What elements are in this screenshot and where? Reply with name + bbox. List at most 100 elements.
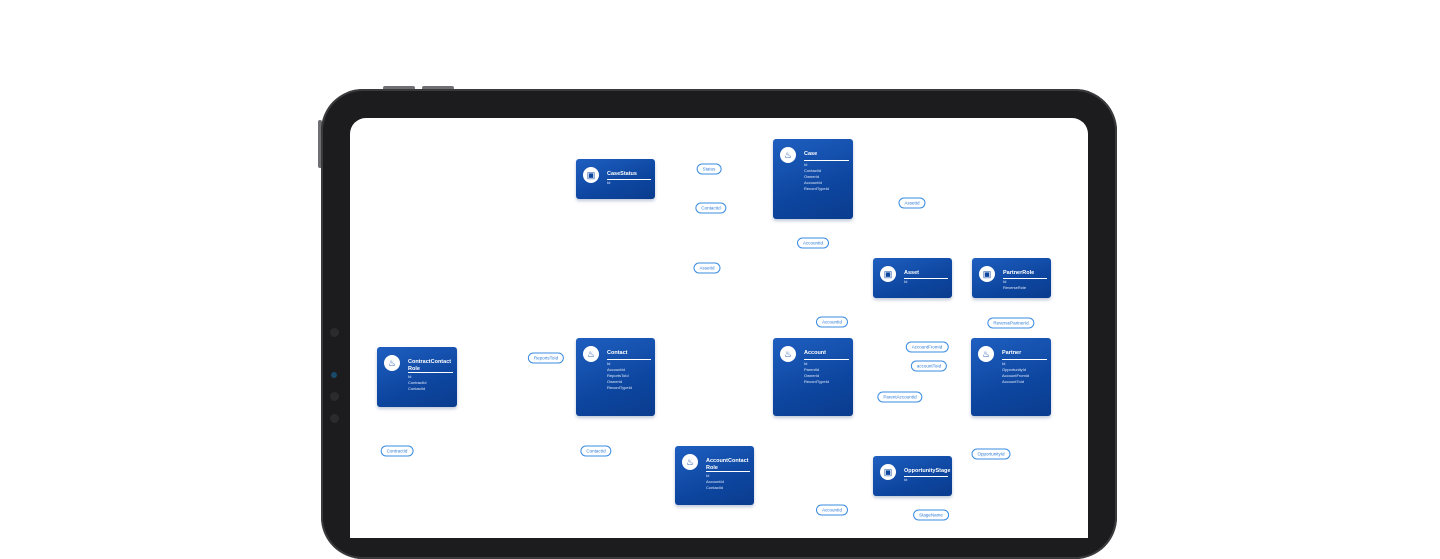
- entity-opportunity-stage[interactable]: ▣ OpportunityStage Id: [873, 456, 952, 496]
- relation-label-asset-id-case[interactable]: AssetId: [898, 197, 926, 209]
- entity-title: Asset: [904, 270, 919, 276]
- entity-title: AccountContact Role: [706, 458, 749, 471]
- entity-fields: Id OpportunityId AccountFromId AccountTo…: [1002, 361, 1049, 385]
- field: AccountId: [607, 367, 625, 372]
- relation-label-contract-id[interactable]: ContractId: [380, 445, 414, 457]
- top-button-right: [422, 86, 454, 90]
- field: ContactId: [706, 485, 724, 490]
- briefcase-icon: ▣: [583, 167, 599, 183]
- entity-divider: [1002, 359, 1047, 360]
- entity-title: Contact: [607, 350, 628, 356]
- top-button-left: [383, 86, 415, 90]
- field: AccountId: [706, 479, 724, 484]
- entity-title: CaseStatus: [607, 171, 637, 177]
- magnetic-dot-2: [330, 392, 339, 401]
- entity-divider: [607, 359, 651, 360]
- field: OwnerId: [804, 174, 820, 179]
- field: ContactId: [408, 386, 426, 391]
- entity-partner[interactable]: ♨ Partner Id OpportunityId AccountFromId…: [971, 338, 1051, 416]
- hand-flame-icon: ♨: [780, 346, 796, 362]
- relation-label-asset-id-contact[interactable]: AssetId: [693, 262, 721, 274]
- entity-contact[interactable]: ♨ Contact Id AccountId ReportsToId Owner…: [576, 338, 655, 416]
- entity-fields: Id: [904, 477, 950, 483]
- entity-account[interactable]: ♨ Account Id ParentId OwnerId RecordType…: [773, 338, 853, 416]
- field: Id: [1002, 361, 1006, 366]
- field: RecordTypeId: [804, 379, 829, 384]
- field: ContractId: [408, 380, 427, 385]
- field: Id: [804, 162, 808, 167]
- entity-divider: [904, 278, 948, 279]
- field: OpportunityId: [1002, 367, 1027, 372]
- relation-label-account-id-case[interactable]: AccountId: [796, 237, 830, 249]
- relation-label-reverse-partner-role[interactable]: ReversePartnerId: [987, 317, 1035, 329]
- entity-divider: [904, 476, 948, 477]
- side-button: [318, 120, 322, 168]
- front-camera-icon: [331, 372, 337, 378]
- briefcase-icon: ▣: [979, 266, 995, 282]
- field-id: Id: [904, 279, 908, 284]
- hand-flame-icon: ♨: [384, 355, 400, 371]
- entity-title: Partner: [1002, 350, 1022, 356]
- relation-label-account-to-id[interactable]: accountToId: [910, 360, 948, 372]
- relation-label-reports-to[interactable]: ReportsToId: [527, 352, 565, 364]
- magnetic-dot-1: [330, 328, 339, 337]
- relation-label-parent-account[interactable]: ParentAccountId: [877, 391, 923, 403]
- hand-flame-icon: ♨: [978, 346, 994, 362]
- field: Id: [1003, 279, 1007, 284]
- field: Id: [804, 361, 808, 366]
- field: AccountFromId: [1002, 373, 1030, 378]
- entity-fields: Id: [904, 279, 950, 285]
- entity-case[interactable]: ♨ Case Id ContactId OwnerId AccountId Re…: [773, 139, 853, 219]
- field: ReverseRole: [1003, 285, 1027, 290]
- entity-title: Case: [804, 151, 818, 157]
- briefcase-icon: ▣: [880, 464, 896, 480]
- field-id: Id: [904, 477, 908, 482]
- hand-flame-icon: ♨: [682, 454, 698, 470]
- relation-label-stage-name[interactable]: StageName: [913, 509, 949, 521]
- entity-fields: Id: [607, 180, 653, 186]
- relation-label-account-from-id[interactable]: AccountFromId: [905, 341, 949, 353]
- entity-divider: [607, 179, 651, 180]
- field: OwnerId: [607, 379, 623, 384]
- entity-fields: Id ContactId OwnerId AccountId RecordTyp…: [804, 162, 851, 192]
- field: OwnerId: [804, 373, 820, 378]
- field: ContactId: [804, 168, 822, 173]
- relation-label-opportunity-id[interactable]: OpportunityId: [971, 448, 1011, 460]
- entity-asset[interactable]: ▣ Asset Id: [873, 258, 952, 298]
- field-id: Id: [607, 180, 611, 185]
- relation-label-status[interactable]: Status: [696, 163, 722, 175]
- entity-divider: [1003, 278, 1047, 279]
- field: ReportsToId: [607, 373, 629, 378]
- field: RecordTypeId: [804, 186, 829, 191]
- entity-partner-role[interactable]: ▣ PartnerRole Id ReverseRole: [972, 258, 1051, 298]
- field: RecordTypeId: [607, 385, 632, 390]
- relation-label-contact-id-acr[interactable]: ContactId: [580, 445, 612, 457]
- entity-title: Account: [804, 350, 826, 356]
- relation-label-contact-id-case[interactable]: ContactId: [695, 202, 727, 214]
- entity-fields: Id ContractId ContactId: [408, 374, 455, 392]
- entity-fields: Id AccountId ReportsToId OwnerId RecordT…: [607, 361, 653, 391]
- field: Id: [607, 361, 611, 366]
- relation-label-account-id-asset[interactable]: AccountId: [815, 316, 849, 328]
- relation-label-account-id-bottom[interactable]: AccountId: [815, 504, 849, 516]
- field: Id: [408, 374, 412, 379]
- entity-divider: [706, 471, 750, 472]
- field: Id: [706, 473, 710, 478]
- entity-account-contact-role[interactable]: ♨ AccountContact Role Id AccountId Conta…: [675, 446, 754, 505]
- entity-title: OpportunityStage: [904, 468, 951, 474]
- entity-case-status[interactable]: ▣ CaseStatus Id: [576, 159, 655, 199]
- magnetic-dot-3: [330, 414, 339, 423]
- entity-fields: Id ParentId OwnerId RecordTypeId: [804, 361, 851, 385]
- field: ParentId: [804, 367, 820, 372]
- field: AccountId: [804, 180, 822, 185]
- entity-divider: [408, 372, 453, 373]
- entity-contract-contact-role[interactable]: ♨ ContractContact Role Id ContractId Con…: [377, 347, 457, 407]
- entity-title: ContractContact Role: [408, 359, 452, 372]
- entity-divider: [804, 160, 849, 161]
- entity-fields: Id AccountId ContactId: [706, 473, 752, 491]
- hand-flame-icon: ♨: [583, 346, 599, 362]
- entity-title: PartnerRole: [1003, 270, 1035, 276]
- entity-fields: Id ReverseRole: [1003, 279, 1049, 291]
- field: AccountToId: [1002, 379, 1025, 384]
- entity-divider: [804, 359, 849, 360]
